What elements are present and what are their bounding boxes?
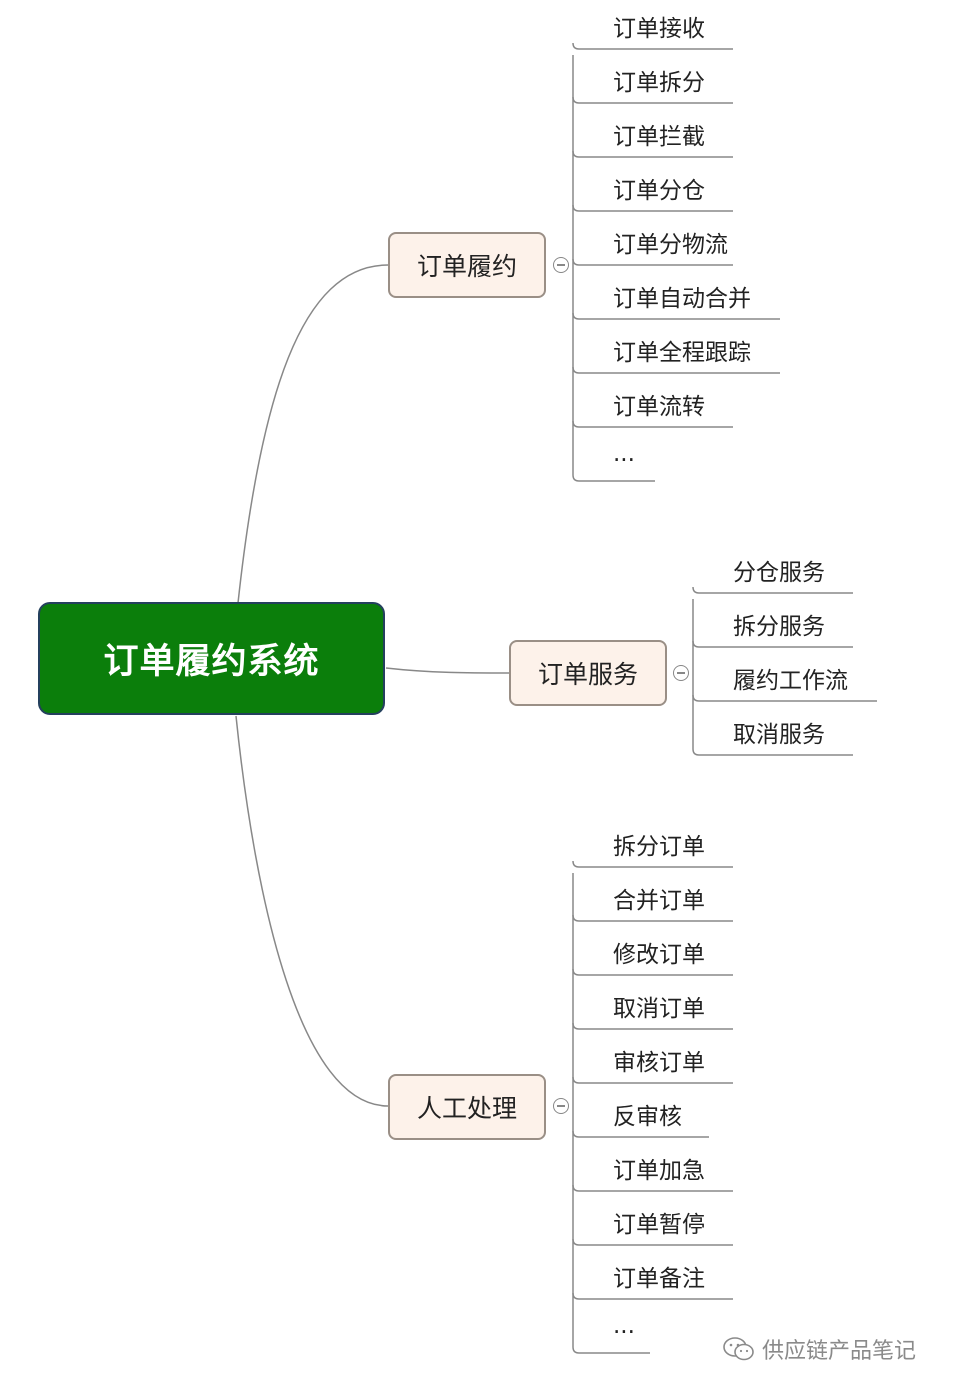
branch-node-order-service[interactable]: 订单服务 <box>509 640 667 706</box>
leaf-node[interactable]: 拆分服务 <box>733 614 825 640</box>
leaf-node[interactable]: 审核订单 <box>613 1050 705 1076</box>
leaf-node[interactable]: ... <box>613 1313 635 1339</box>
leaf-node[interactable]: 拆分订单 <box>613 834 705 860</box>
leaf-underline <box>692 586 853 594</box>
collapse-toggle-icon[interactable] <box>553 1098 569 1114</box>
leaf-lines <box>572 42 877 1354</box>
leaf-node[interactable]: 订单全程跟踪 <box>613 340 751 366</box>
leaf-underline <box>572 1292 733 1300</box>
root-to-branch-3 <box>235 715 389 1107</box>
leaf-underline <box>692 748 853 756</box>
root-to-branch-2 <box>385 667 510 674</box>
leaf-underline <box>572 474 655 482</box>
leaf-underline <box>572 96 733 104</box>
leaf-node[interactable]: 订单接收 <box>613 16 705 42</box>
leaf-underline <box>692 694 877 702</box>
leaf-node[interactable]: 订单拦截 <box>613 124 705 150</box>
branch-node-manual[interactable]: 人工处理 <box>388 1074 546 1140</box>
watermark: 供应链产品笔记 <box>722 1333 916 1365</box>
leaf-underline <box>572 366 780 374</box>
root-to-branch-1 <box>237 264 389 604</box>
branch-node-fulfillment[interactable]: 订单履约 <box>388 232 546 298</box>
leaf-node[interactable]: 订单备注 <box>613 1266 705 1292</box>
leaf-underline <box>572 1076 733 1084</box>
leaf-node[interactable]: 取消订单 <box>613 996 705 1022</box>
leaf-node[interactable]: 订单分仓 <box>613 178 705 204</box>
leaf-node[interactable]: 合并订单 <box>613 888 705 914</box>
leaf-underline <box>572 1346 650 1354</box>
leaf-node[interactable]: 订单自动合并 <box>613 286 751 312</box>
root-node[interactable]: 订单履约系统 <box>38 602 385 715</box>
leaf-node[interactable]: 订单分物流 <box>613 232 728 258</box>
leaf-node[interactable]: 反审核 <box>613 1104 682 1130</box>
leaf-underline <box>572 968 733 976</box>
leaf-underline <box>572 1130 709 1138</box>
collapse-toggle-icon[interactable] <box>553 257 569 273</box>
wechat-icon <box>723 1337 754 1361</box>
leaf-underline <box>572 312 780 320</box>
leaf-node[interactable]: 取消服务 <box>733 722 825 748</box>
leaf-node[interactable]: ... <box>613 441 635 467</box>
leaf-underline <box>572 420 733 428</box>
leaf-underline <box>572 860 733 868</box>
leaf-underline <box>572 1238 733 1246</box>
leaf-node[interactable]: 订单拆分 <box>613 70 705 96</box>
leaf-node[interactable]: 订单流转 <box>613 394 705 420</box>
leaf-underline <box>692 640 853 648</box>
leaf-node[interactable]: 订单加急 <box>613 1158 705 1184</box>
leaf-underline <box>572 204 733 212</box>
leaf-underline <box>572 150 733 158</box>
leaf-underline <box>572 914 733 922</box>
leaf-underline <box>572 1184 733 1192</box>
collapse-toggle-icon[interactable] <box>673 665 689 681</box>
watermark-text: 供应链产品笔记 <box>762 1339 917 1364</box>
leaf-node[interactable]: 修改订单 <box>613 942 705 968</box>
leaf-underline <box>572 1022 733 1030</box>
leaf-node[interactable]: 履约工作流 <box>733 668 848 694</box>
leaf-node[interactable]: 订单暂停 <box>613 1212 705 1238</box>
leaf-node[interactable]: 分仓服务 <box>733 560 825 586</box>
leaf-underline <box>572 42 733 50</box>
leaf-underline <box>572 258 733 266</box>
